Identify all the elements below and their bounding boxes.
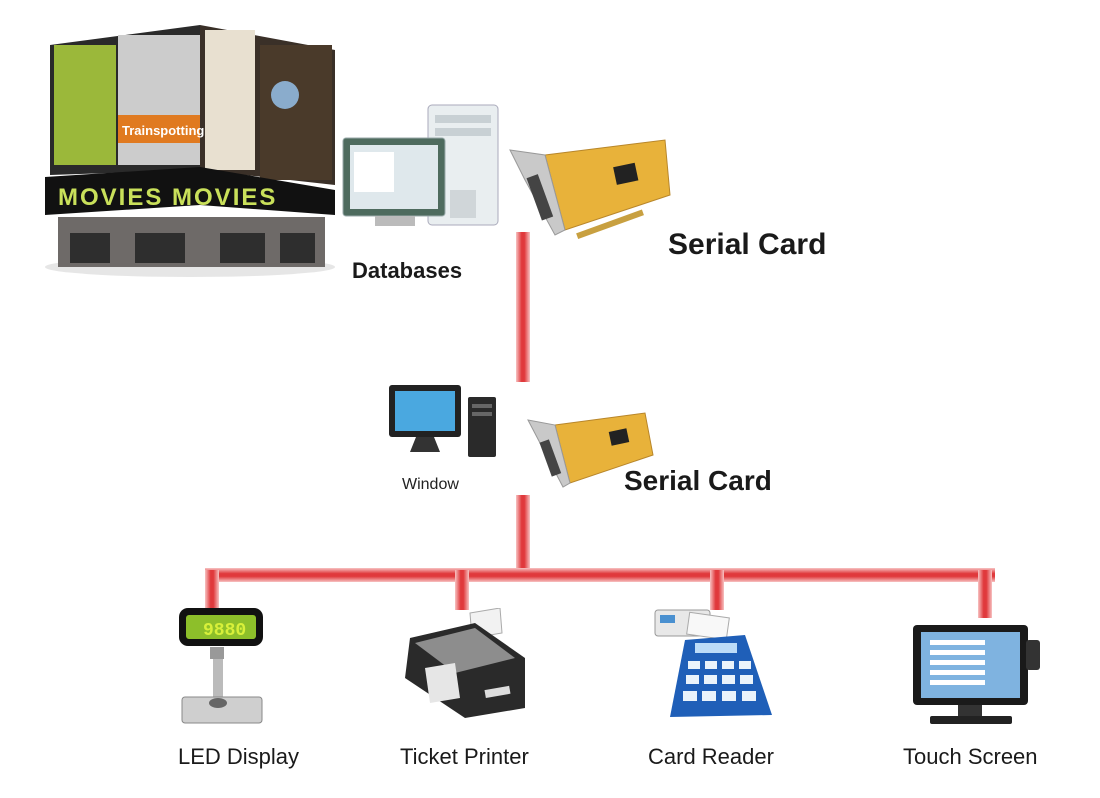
connector-window-to-bus (516, 495, 530, 577)
connector-server-to-window (516, 232, 530, 382)
card-reader-icon (650, 605, 775, 723)
movie-theater-image: Trainspotting MOVIES MOVIES (40, 5, 340, 280)
serial-card-icon (505, 135, 675, 245)
ticket-printer-label: Ticket Printer (400, 744, 529, 769)
window-pc-icon (386, 382, 501, 462)
ticket-printer-icon (400, 607, 530, 720)
card-reader-label: Card Reader (648, 744, 774, 769)
marquee-text: MOVIES MOVIES (58, 184, 277, 211)
connector-ticket-printer (455, 570, 469, 610)
connector-touch-screen (978, 570, 992, 618)
led-display-value: 9880 (203, 621, 246, 641)
databases-label: Databases (352, 258, 463, 283)
connector-card-reader (710, 570, 724, 610)
touch-screen-icon (908, 620, 1048, 728)
serial-card-icon (525, 405, 655, 495)
led-display-label: LED Display (178, 744, 300, 769)
poster-title: Trainspotting (122, 123, 204, 138)
window-label: Window (402, 476, 459, 493)
connector-led-display (205, 570, 219, 610)
connector-device-bus (205, 568, 995, 582)
database-server-icon (340, 100, 505, 235)
touch-screen-label: Touch Screen (903, 744, 1038, 769)
led-display-icon: 9880 (176, 605, 266, 727)
serial-card-top-label: Serial Card (668, 228, 827, 261)
serial-card-mid-label: Serial Card (624, 465, 772, 496)
